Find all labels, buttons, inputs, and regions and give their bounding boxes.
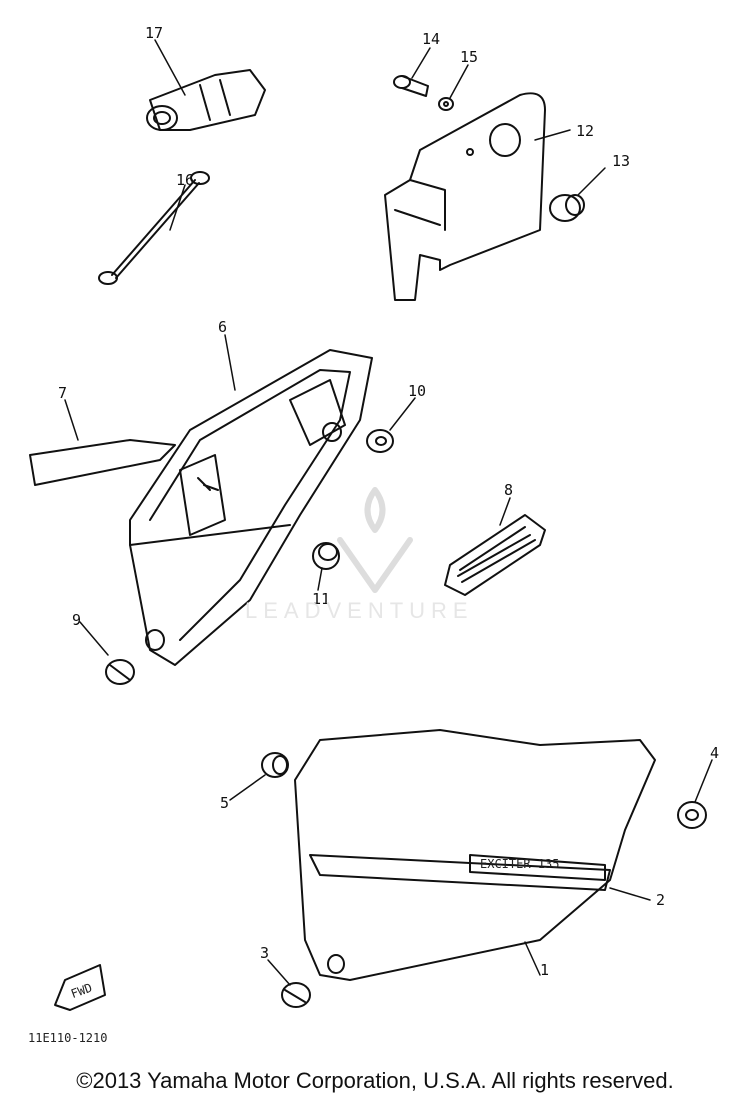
- model-code: 11E110-1210: [28, 1031, 107, 1045]
- watermark-text: LEADVENTURE: [245, 598, 474, 623]
- grommet-10: [366, 429, 394, 453]
- callout-10: 10: [408, 382, 426, 400]
- callout-5: 5: [220, 794, 229, 812]
- callout-4: 4: [710, 744, 719, 762]
- callout-2: 2: [656, 891, 665, 909]
- bolt: [393, 75, 429, 97]
- leader-lines: [64, 39, 713, 986]
- grommet-4: [677, 801, 707, 829]
- watermark-logo: [337, 487, 413, 593]
- callout-6: 6: [218, 318, 227, 336]
- strip: [29, 439, 176, 486]
- fwd-arrow: [54, 964, 106, 1011]
- callout-16: 16: [176, 171, 194, 189]
- copyright-notice: ©2013 Yamaha Motor Corporation, U.S.A. A…: [76, 1068, 674, 1093]
- callout-3: 3: [260, 944, 269, 962]
- grommet: [549, 194, 585, 222]
- grommet-5: [261, 752, 289, 778]
- callout-1: 1: [540, 961, 549, 979]
- bracket: [384, 92, 546, 301]
- callout-13: 13: [612, 152, 630, 170]
- callout-11: 11: [312, 590, 330, 608]
- grommet-3: [281, 982, 311, 1008]
- grommet-9: [105, 659, 135, 685]
- fwd-label: FWD: [69, 981, 94, 1002]
- callout-7: 7: [58, 384, 67, 402]
- callout-9: 9: [72, 611, 81, 629]
- side-cover: [294, 729, 656, 981]
- decal-label: [444, 514, 546, 596]
- emblem-text: EXCITER 135: [480, 857, 559, 871]
- callout-17: 17: [145, 24, 163, 42]
- tool-pouch: [146, 69, 266, 131]
- callout-8: 8: [504, 481, 513, 499]
- nut: [438, 97, 454, 111]
- callout-14: 14: [422, 30, 440, 48]
- grommet-11: [312, 542, 340, 570]
- callouts: 17 16 14 15 12 13 6 7 10 8 11 9 5 4 2 1 …: [58, 24, 719, 979]
- callout-15: 15: [460, 48, 478, 66]
- inner-side-cover: [129, 349, 373, 666]
- callout-12: 12: [576, 122, 594, 140]
